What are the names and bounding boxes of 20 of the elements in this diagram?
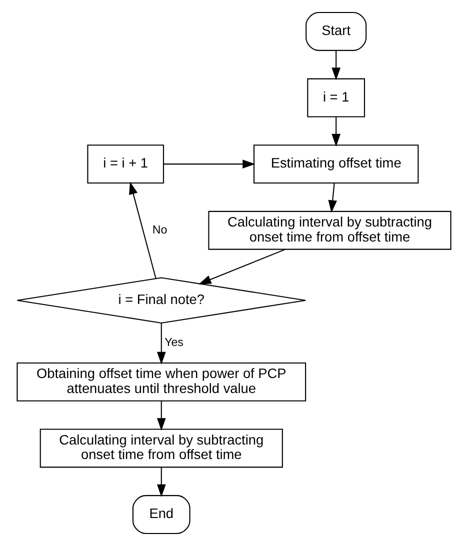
node-box: Obtaining offset time when power of PCP attenuates until threshold value	[16, 362, 306, 402]
edge-label: Yes	[164, 336, 183, 349]
arrow	[163, 160, 255, 168]
arrow	[198, 248, 285, 284]
node-diamond: i = Final note?	[16, 277, 306, 324]
node-box: Estimating offset time	[252, 144, 418, 184]
arrow	[156, 401, 166, 431]
node-box: i = 1	[306, 78, 365, 118]
arrow	[156, 468, 166, 497]
arrow	[156, 323, 166, 365]
edge-label: No	[152, 224, 167, 236]
node-box: Start	[305, 12, 366, 51]
node-box: Calculating interval by subtracting onset time from offset time	[208, 210, 451, 250]
node-box: End	[132, 495, 190, 534]
node-box: i = i + 1	[86, 144, 164, 184]
arrow	[328, 183, 337, 213]
arrow	[128, 182, 156, 279]
node-box: Calculating interval by subtracting onset time from offset time	[39, 428, 282, 468]
arrow	[331, 117, 340, 147]
arrow	[331, 50, 340, 80]
